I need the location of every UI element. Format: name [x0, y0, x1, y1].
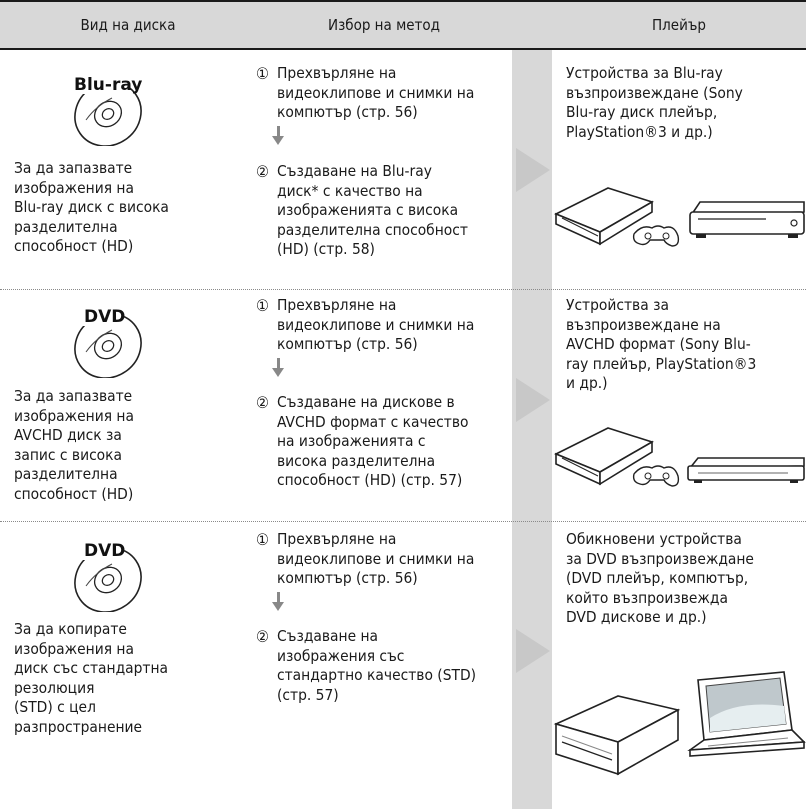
disc-label: DVD: [84, 541, 125, 561]
bluray-disc-icon: Blu-ray: [68, 74, 142, 146]
method-step-1: ① Прехвърляне на видеоклипове и снимки н…: [256, 530, 475, 587]
method-step-1: ① Прехвърляне на видеоклипове и снимки н…: [256, 64, 475, 121]
down-arrow-icon: [277, 592, 280, 602]
down-arrow-head: [272, 136, 284, 145]
playstation-player-icon: [554, 187, 805, 247]
header-disc-type: Вид на диска: [80, 16, 176, 34]
arrow-right-icon: [516, 148, 550, 192]
disc-label: DVD: [84, 307, 125, 327]
down-arrow-head: [272, 602, 284, 611]
playstation-player-icon: [554, 427, 805, 487]
row-divider: [0, 521, 806, 522]
dvd-disc-icon: DVD: [74, 306, 142, 378]
header-top-rule: [0, 0, 806, 2]
disc-description: За да запазвате изображения на AVCHD дис…: [14, 387, 134, 503]
dvd-player-laptop-icon: [553, 671, 806, 776]
disc-description: За да копирате изображения на диск със с…: [14, 620, 169, 736]
arrow-right-icon: [516, 629, 550, 673]
player-description: Обикновени устройства за DVD възпроизвеж…: [566, 530, 754, 626]
player-description: Устройства за Blu-ray възпроизвеждане (S…: [566, 64, 743, 141]
disc-label: Blu-ray: [74, 75, 142, 95]
method-step-2: ② Създаване на изображения със стандартн…: [256, 627, 477, 704]
row-divider: [0, 289, 806, 290]
method-step-2: ② Създаване на дискове в AVCHD формат с …: [256, 393, 469, 489]
header-player: Плейър: [652, 16, 706, 34]
table-header: [0, 0, 806, 50]
header-method: Избор на метод: [327, 16, 440, 34]
dvd-disc-icon: DVD: [74, 540, 142, 612]
down-arrow-icon: [277, 126, 280, 136]
player-description: Устройства за възпроизвеждане на AVCHD ф…: [566, 296, 757, 392]
down-arrow-head: [272, 368, 284, 377]
method-step-2: ② Създаване на Blu-ray диск* с качество …: [256, 162, 468, 258]
down-arrow-icon: [277, 358, 280, 368]
disc-description: За да запазвате изображения на Blu-ray д…: [14, 159, 169, 255]
method-step-1: ① Прехвърляне на видеоклипове и снимки н…: [256, 296, 475, 353]
arrow-right-icon: [516, 378, 550, 422]
header-bottom-rule: [0, 48, 806, 50]
